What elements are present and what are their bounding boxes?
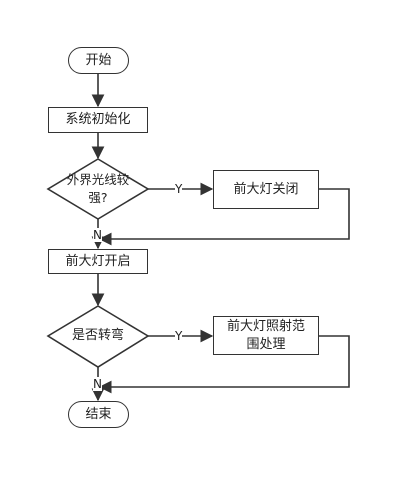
edge-label-turn-yes: Y <box>175 329 183 343</box>
edge-label-turn-no: N <box>93 377 102 391</box>
start-node: 开始 <box>68 47 129 74</box>
decision-light-shape <box>46 158 150 220</box>
init-node: 系统初始化 <box>48 107 148 133</box>
headlight-off-node: 前大灯关闭 <box>213 170 319 209</box>
beam-adjust-node: 前大灯照射范围处理 <box>213 316 319 355</box>
edge-beam-merge <box>98 335 350 394</box>
edge-label-light-yes: Y <box>175 182 183 196</box>
decision-light-node: 外界光线较强? <box>66 172 130 205</box>
decision-turn-shape <box>46 305 150 368</box>
edge-off-merge <box>98 188 350 246</box>
decision-turn-node: 是否转弯 <box>71 328 124 343</box>
end-node: 结束 <box>68 401 129 428</box>
edge-label-light-no: N <box>93 228 102 242</box>
headlight-on-node: 前大灯开启 <box>48 249 148 274</box>
